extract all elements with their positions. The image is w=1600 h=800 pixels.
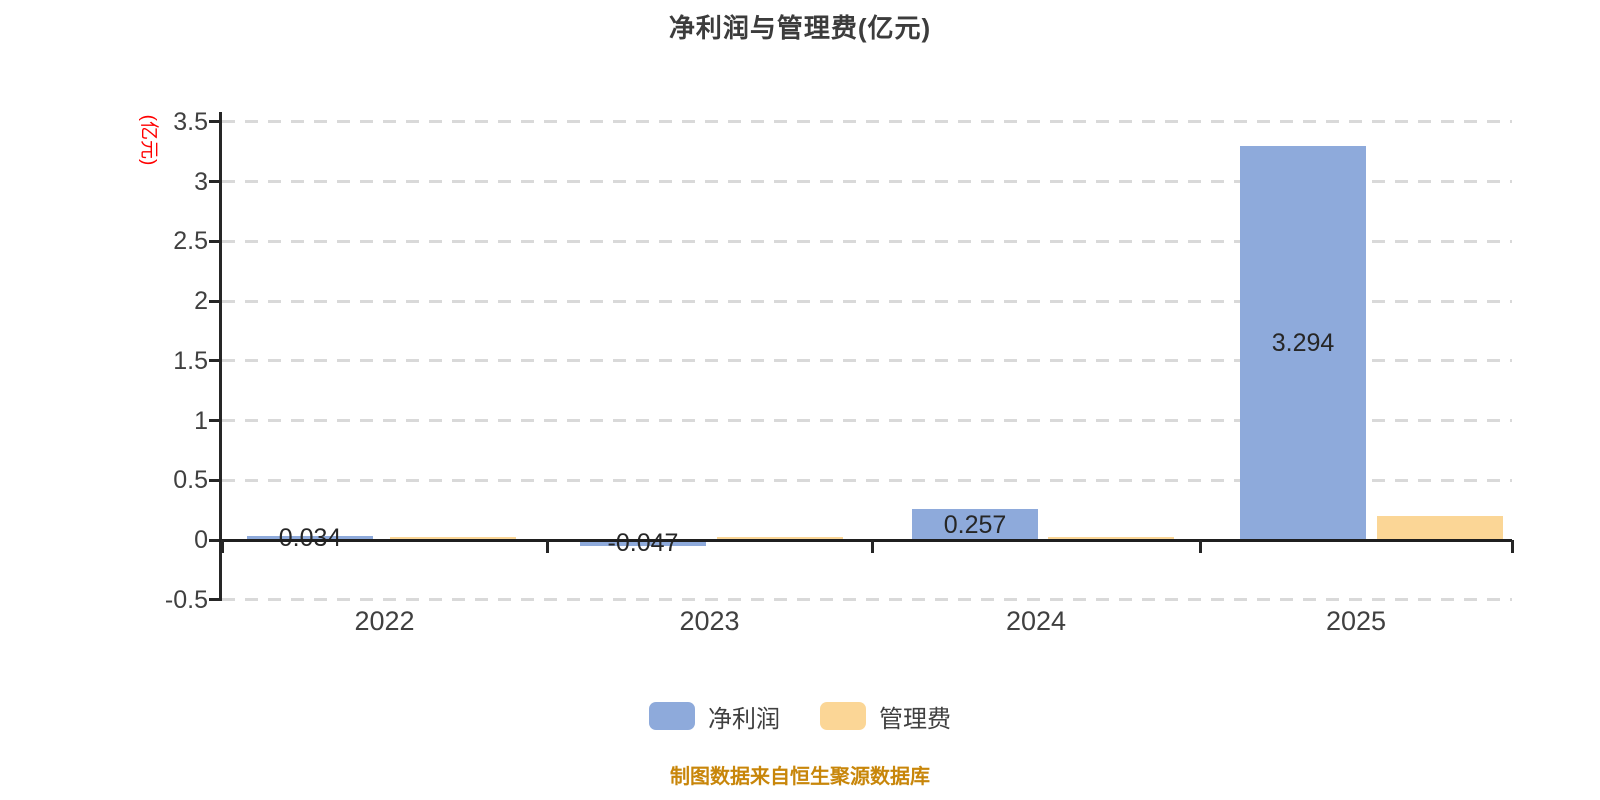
x-axis-line — [219, 538, 1512, 542]
x-tick-mark — [220, 540, 224, 553]
y-tick-label: 1 — [194, 406, 208, 435]
gridline — [222, 359, 1512, 363]
y-tick-label: 0 — [194, 526, 208, 554]
bar-net-profit-2024 — [912, 509, 1038, 540]
gridline — [222, 419, 1512, 422]
y-tick-label: 2 — [194, 287, 208, 315]
bar-net-profit-2023 — [580, 540, 706, 546]
legend-swatch-mgmt-fee — [820, 702, 866, 730]
footer-source-note: 制图数据来自恒生聚源数据库 — [670, 766, 930, 788]
gridline — [222, 120, 1512, 124]
y-tick-mark — [209, 419, 222, 422]
legend-item-net-profit: 净利润 — [649, 699, 780, 734]
bar-value-label: 0.257 — [943, 510, 1007, 539]
y-tick-mark — [209, 359, 222, 363]
bar-net-profit-2022 — [247, 535, 373, 540]
y-tick-mark — [209, 478, 222, 482]
x-tick-mark — [1510, 540, 1514, 553]
bar-mgmt-fee-2025 — [1377, 516, 1503, 540]
x-axis-label-2023: 2023 — [679, 606, 740, 636]
y-tick-label: 3 — [194, 167, 208, 196]
bar-value-label: 3.294 — [1271, 329, 1335, 358]
legend-item-mgmt-fee: 管理费 — [820, 699, 951, 734]
y-tick-mark — [209, 299, 222, 303]
y-tick-mark — [209, 180, 222, 183]
x-axis-label-2025: 2025 — [1325, 606, 1387, 636]
y-tick-mark — [209, 538, 222, 542]
legend-label: 管理费 — [879, 705, 951, 733]
bar-value-label: 0.034 — [240, 523, 380, 553]
gridline — [222, 478, 1512, 482]
y-tick-label: 2.5 — [173, 227, 208, 256]
legend: 净利润 管理费 — [0, 699, 1600, 734]
y-tick-mark — [209, 120, 222, 124]
x-tick-mark — [545, 540, 549, 553]
legend-swatch-net-profit — [649, 702, 695, 730]
x-tick-mark — [870, 540, 874, 553]
y-tick-label: -0.5 — [164, 585, 208, 614]
y-tick-mark — [209, 598, 222, 602]
gridline — [222, 180, 1512, 183]
x-tick-mark — [1198, 540, 1202, 553]
gridline — [222, 299, 1512, 303]
y-tick-mark — [209, 239, 222, 243]
bar-value-label: -0.047 — [607, 528, 679, 557]
chart-title: 净利润与管理费(亿元) — [668, 13, 932, 43]
y-tick-label: 3.5 — [173, 107, 208, 136]
y-tick-label: 0.5 — [173, 466, 208, 495]
legend-label: 净利润 — [708, 705, 780, 733]
x-axis-label-2024: 2024 — [1005, 606, 1067, 636]
x-axis-label-2022: 2022 — [354, 606, 415, 636]
y-axis-line — [219, 112, 222, 600]
bar-net-profit-2025 — [1240, 146, 1366, 540]
gridline — [222, 598, 1512, 602]
gridline — [222, 239, 1512, 243]
y-tick-label: 1.5 — [173, 346, 208, 375]
